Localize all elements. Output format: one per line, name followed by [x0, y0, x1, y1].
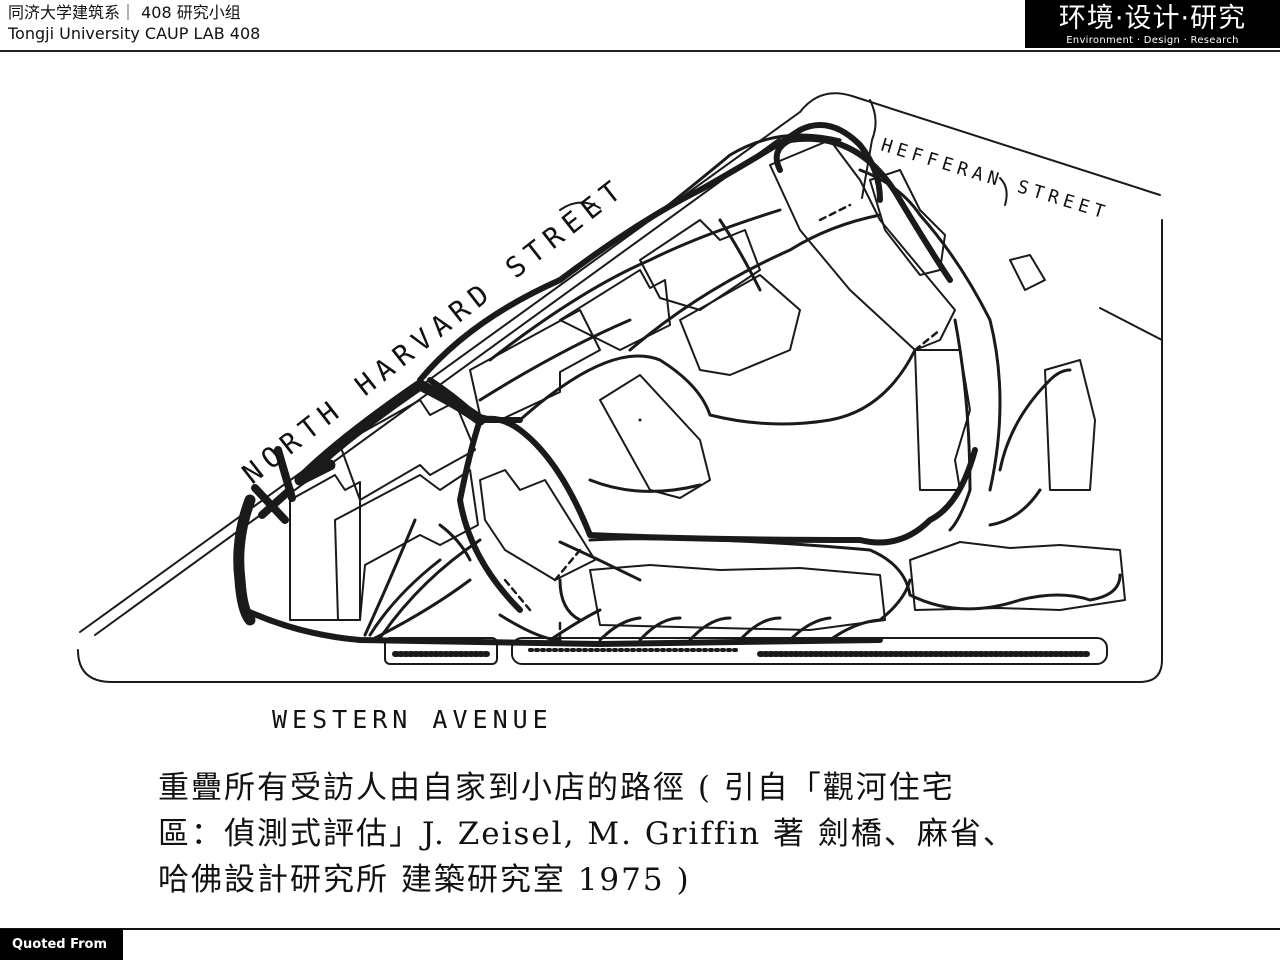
- parking-strips: [384, 637, 1108, 665]
- caption-line-2: 區：偵測式評估」J. Zeisel, M. Griffin 著 劍橋、麻省、: [158, 816, 1016, 852]
- path-lines-thin: [363, 133, 1122, 642]
- caption-line-1: 重疊所有受訪人由自家到小店的路徑 ( 引自「觀河住宅: [158, 770, 955, 806]
- header-line-english: Tongji University CAUP LAB 408: [8, 24, 261, 43]
- path-lines-heavy: [242, 122, 978, 647]
- brand-title: 环境·设计·研究: [1058, 3, 1247, 34]
- footer-divider: [0, 928, 1280, 930]
- caption-line-3: 哈佛設計研究所 建築研究室 1975 ): [158, 862, 691, 898]
- buildings: [289, 139, 1126, 631]
- path-lines-heaviest: [233, 379, 486, 626]
- path-lines-dashed: [503, 203, 942, 642]
- header-institution: 同济大学建筑系｜ 408 研究小组 Tongji University CAUP…: [8, 2, 260, 44]
- street-label-hefferan: HEFFERAN STREET: [879, 135, 1112, 225]
- street-label-western: WESTERN AVENUE: [272, 705, 553, 734]
- figure-caption: 重疊所有受訪人由自家到小店的路徑 ( 引自「觀河住宅 區：偵測式評估」J. Ze…: [158, 765, 1158, 903]
- street-label-north-harvard: NORTH HARVARD STREET: [236, 171, 632, 491]
- quoted-from-label: Quoted From: [0, 929, 123, 960]
- brand-subtitle: Environment · Design · Research: [1066, 35, 1239, 46]
- header-divider: [0, 50, 1280, 52]
- site-boundary: [77, 92, 1163, 683]
- brand-logo: 环境·设计·研究 Environment · Design · Research: [1025, 0, 1280, 48]
- header-line-chinese: 同济大学建筑系｜ 408 研究小组: [8, 3, 241, 22]
- entry-arrows: [251, 446, 296, 524]
- site-plan-diagram: NORTH HARVARD STREET WESTERN AVENUE HEFF…: [77, 92, 1163, 734]
